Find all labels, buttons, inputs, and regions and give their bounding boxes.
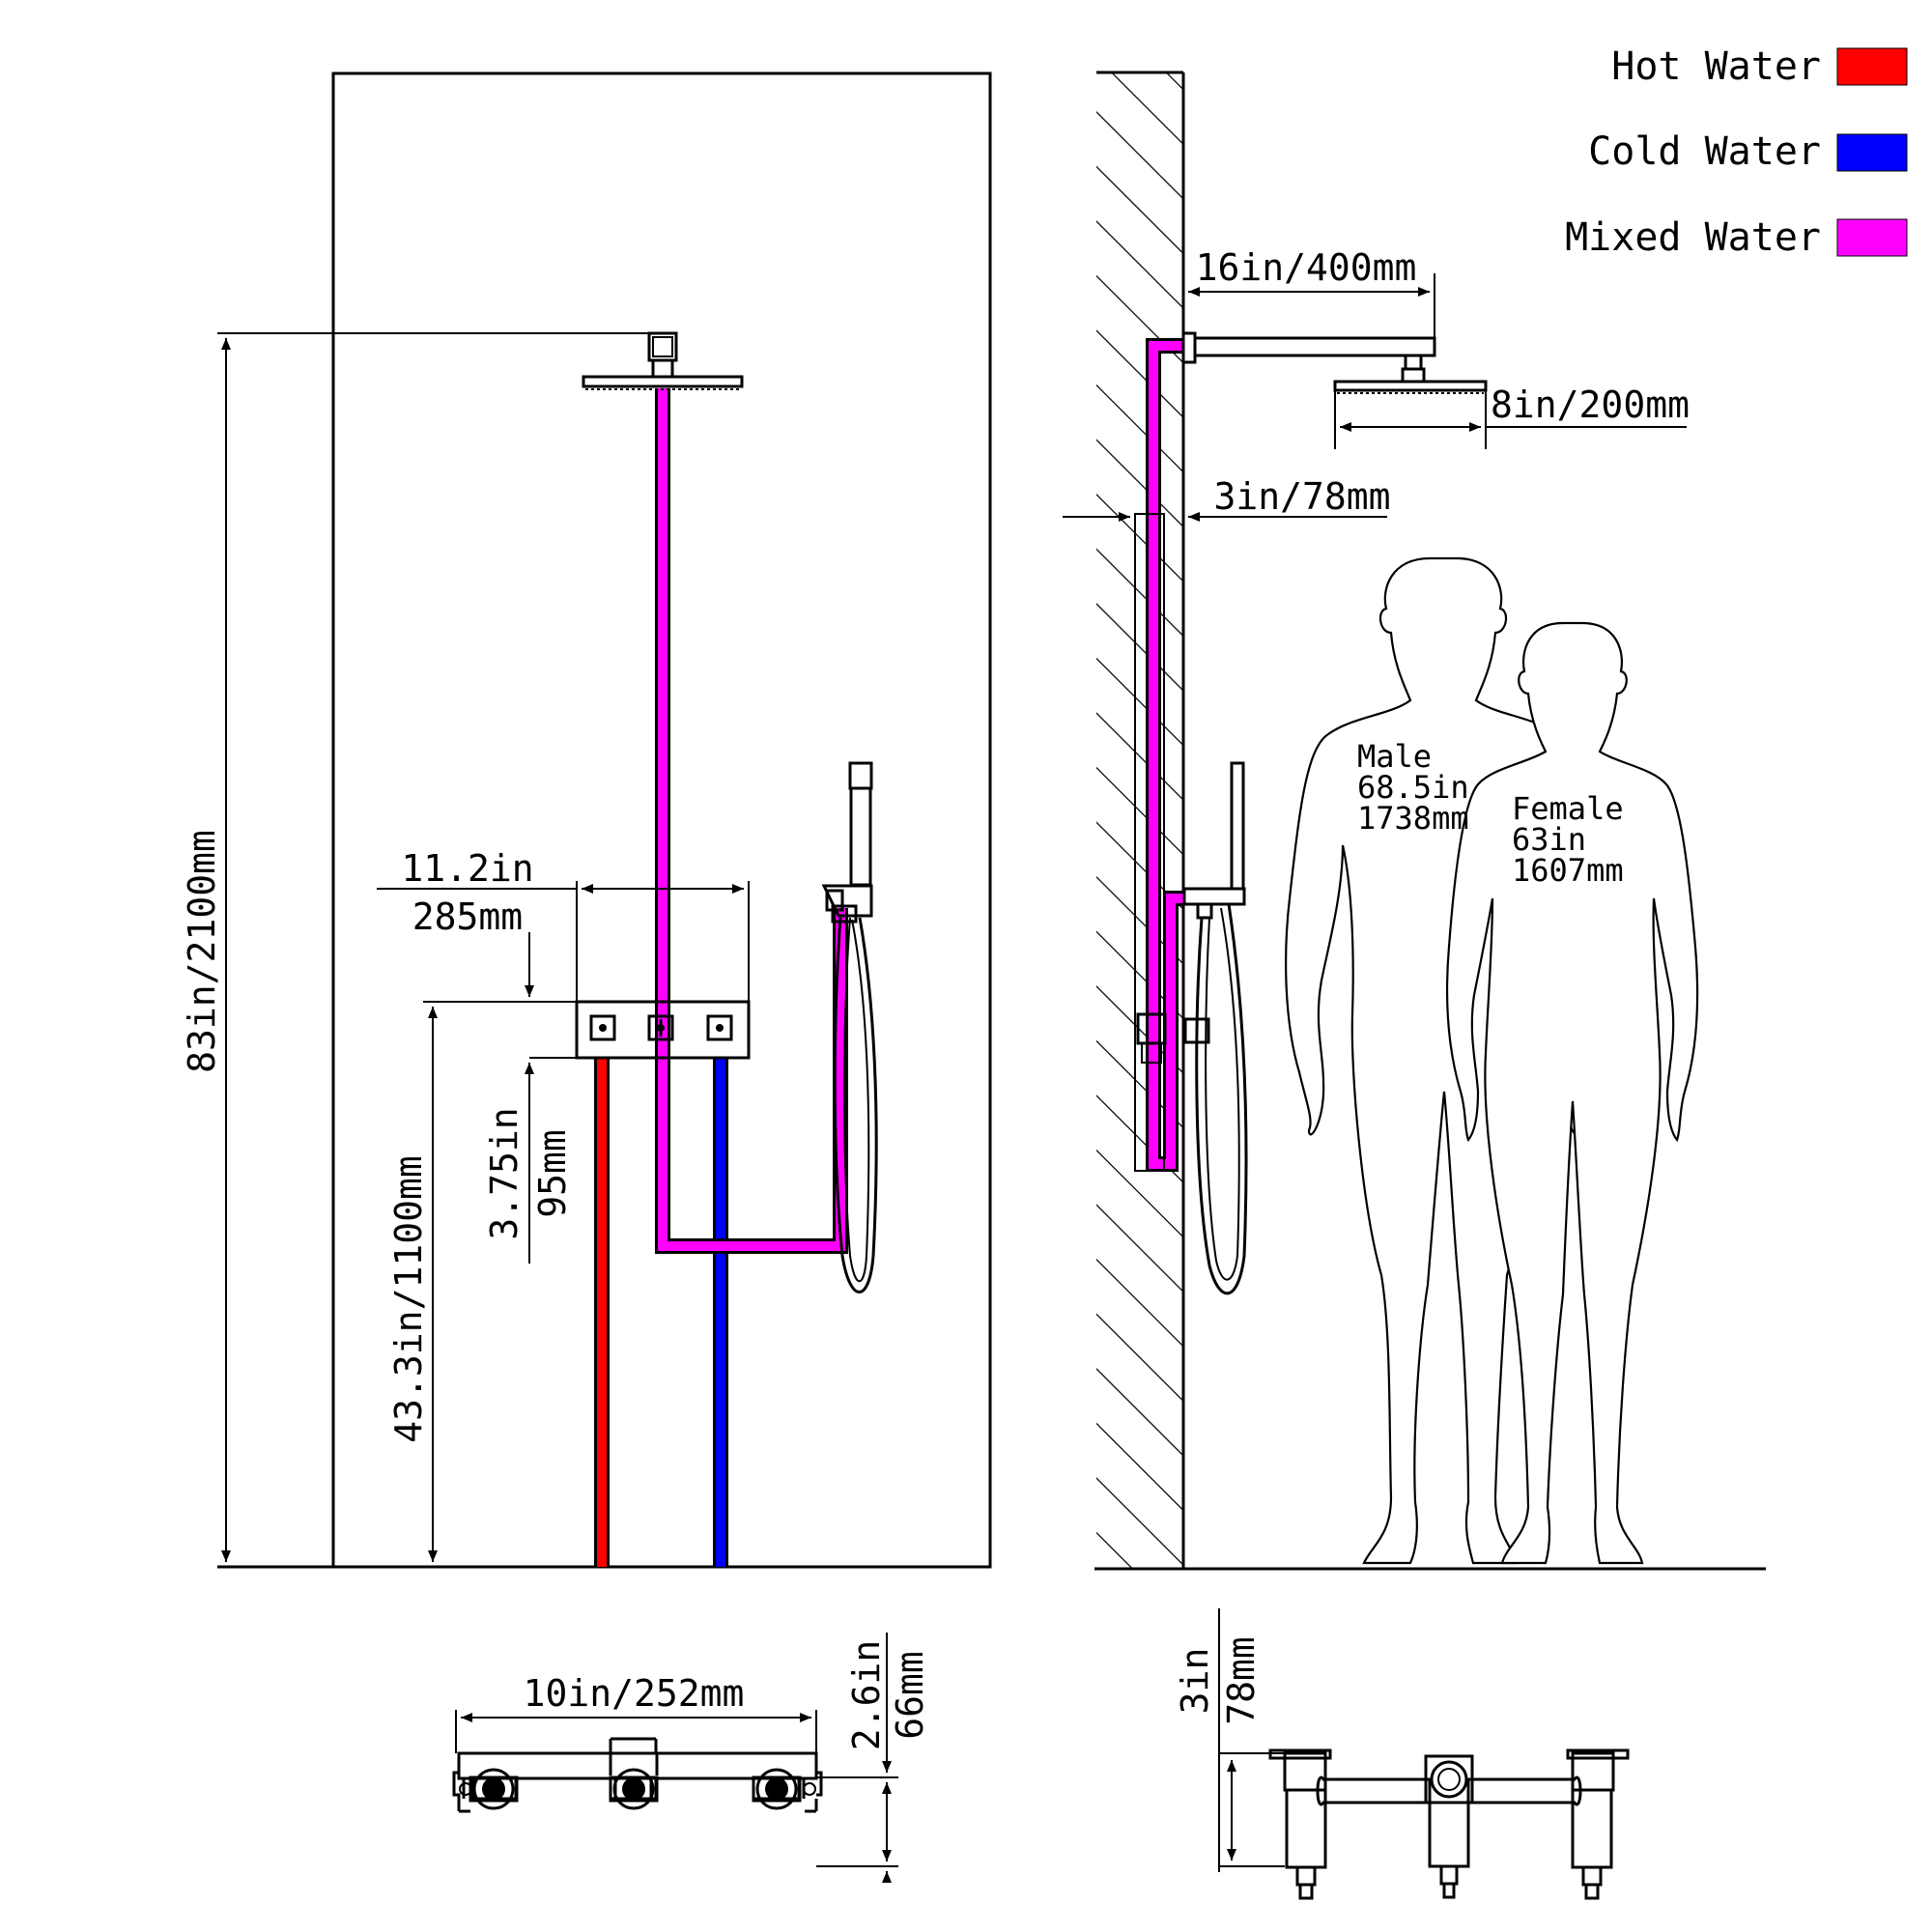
valve-side-view: 3in 78mm (1174, 1608, 1630, 1900)
legend-item-hot: Hot Water (1611, 44, 1908, 89)
side-valve-stem (1141, 1042, 1162, 1064)
valve-port-icon (612, 1768, 655, 1810)
dim-panel-height-in-label: 3.75in (483, 1107, 526, 1239)
male-label: Male 68.5in 1738mm (1357, 738, 1469, 837)
legend-swatch-cold (1836, 133, 1908, 172)
side-hand-shower (1182, 761, 1248, 1295)
legend-swatch-hot (1836, 47, 1908, 86)
side-mixed-pipe-fill (1149, 341, 1183, 1169)
side-shower-arm (1181, 331, 1488, 394)
legend-label-hot: Hot Water (1611, 44, 1821, 89)
handle-icon (589, 1014, 616, 1041)
diverter-icon (647, 1014, 674, 1041)
valve-top-view: 10in/252mm 2.6in 66mm (452, 1633, 931, 1883)
dim-valve-height: 43.3in/1100mm (387, 1001, 577, 1562)
dim-head-diameter: 8in/200mm (1334, 384, 1690, 449)
female-label-title: Female (1512, 790, 1624, 827)
valve-port-icon (755, 1768, 798, 1810)
female-figure (1445, 621, 1699, 1565)
mixed-water-pipe-fill (658, 388, 845, 1251)
dim-valve-side-depth-mm-label: 78mm (1220, 1636, 1263, 1725)
dim-panel-width-mm-label: 285mm (412, 895, 523, 938)
dim-head-diameter-label: 8in/200mm (1491, 384, 1690, 426)
hatched-wall (1096, 71, 1185, 1568)
male-label-height-mm: 1738mm (1357, 800, 1469, 837)
dim-arm-length-label: 16in/400mm (1196, 246, 1417, 289)
dim-panel-height: 3.75in 95mm (483, 932, 577, 1264)
male-label-height-in: 68.5in (1357, 769, 1469, 806)
side-view: 16in/400mm 8in/200mm 3in/78mm Male 68.5i… (1063, 71, 1766, 1571)
male-label-title: Male (1357, 738, 1432, 775)
front-view: 83in/2100mm 43.3in/1100mm 11.2in 285mm 3… (181, 71, 992, 1569)
front-hand-shower (821, 761, 878, 1293)
female-label-height-mm: 1607mm (1512, 852, 1624, 889)
legend-item-cold: Cold Water (1588, 129, 1908, 174)
legend-item-mixed: Mixed Water (1565, 215, 1908, 260)
legend: Hot Water Cold Water Mixed Water (1565, 44, 1908, 260)
dim-valve-depth-mm-label: 66mm (889, 1651, 931, 1740)
dim-wall-depth-label: 3in/78mm (1213, 475, 1390, 518)
legend-label-mixed: Mixed Water (1565, 215, 1821, 260)
handle-icon (706, 1014, 733, 1041)
dim-panel-height-mm-label: 95mm (531, 1129, 574, 1218)
female-label: Female 63in 1607mm (1512, 790, 1624, 889)
valve-port-icon (472, 1768, 515, 1810)
female-label-height-in: 63in (1512, 821, 1586, 858)
dim-total-height-label: 83in/2100mm (181, 830, 223, 1073)
dim-valve-side-depth-in-label: 3in (1174, 1648, 1216, 1715)
mixed-water-pipe (655, 388, 848, 1254)
dim-panel-width: 11.2in 285mm (377, 847, 750, 1058)
dim-wall-depth: 3in/78mm (1063, 475, 1391, 522)
dim-valve-width-label: 10in/252mm (524, 1672, 745, 1715)
dim-total-height: 83in/2100mm (181, 332, 663, 1562)
front-shower-head (582, 331, 744, 390)
dim-arm-length: 16in/400mm (1188, 246, 1435, 338)
side-mixing-box (1134, 513, 1165, 1172)
dim-valve-depth-in-label: 2.6in (845, 1640, 888, 1750)
dim-panel-width-in-label: 11.2in (401, 847, 533, 890)
dim-valve-height-label: 43.3in/1100mm (387, 1155, 430, 1442)
legend-swatch-mixed (1836, 218, 1908, 257)
legend-label-cold: Cold Water (1588, 129, 1821, 174)
